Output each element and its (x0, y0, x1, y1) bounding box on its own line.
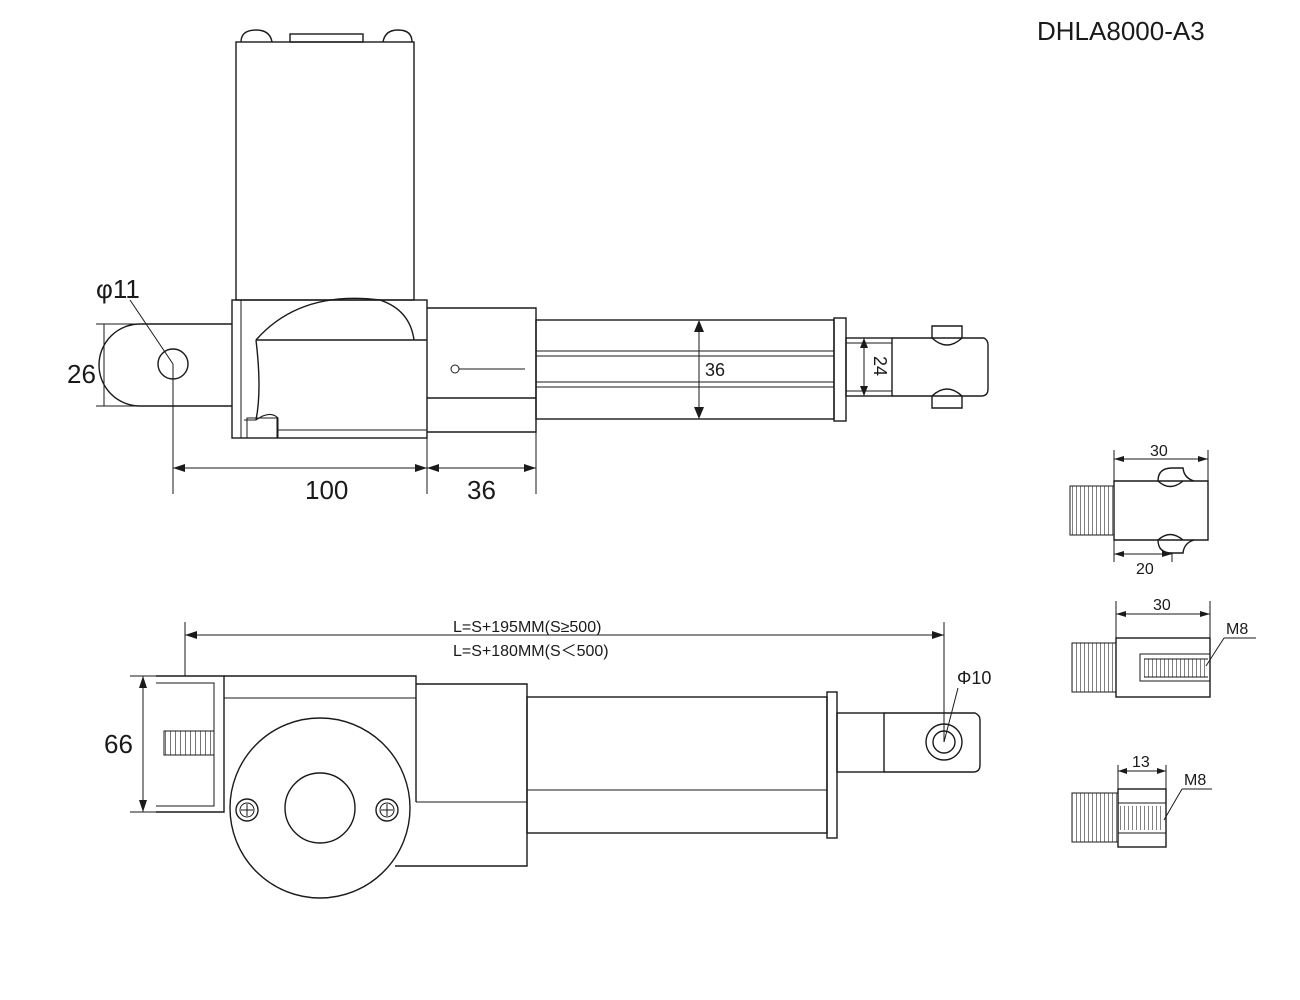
side-end-cap (826, 691, 838, 839)
side-outer-tube (526, 696, 828, 834)
internal-thread (1144, 659, 1208, 677)
tapped-length-label: 30 (1153, 597, 1171, 614)
rear-bracket (156, 675, 225, 813)
model-title: DHLA8000-A3 (1037, 16, 1205, 46)
inner-rod (845, 337, 893, 397)
length-b-label: 36 (467, 475, 496, 505)
detail-clevis: 30 20 (1069, 443, 1209, 578)
rear-mount (98, 323, 232, 407)
detail-nut: 13 M8 (1071, 754, 1212, 848)
motor-housing (235, 29, 415, 301)
gearbox (231, 297, 428, 439)
screw-icon (235, 798, 259, 822)
side-inner-rod (836, 712, 885, 773)
length-a-label: 100 (305, 475, 348, 505)
outer-tube (535, 319, 835, 420)
lead-screw-thread (163, 730, 215, 756)
detail-tapped: 30 M8 (1071, 597, 1256, 698)
thread-stub (1071, 642, 1117, 693)
height-left-label: 26 (67, 359, 96, 389)
outer-tube-flange (427, 307, 537, 433)
side-view: L=S+195MM(S≥500) L=S+180MM(S＜500) 66 Φ10 (104, 619, 991, 899)
side-flange (395, 683, 528, 867)
side-rod-end (884, 712, 981, 773)
nut-thread-label: M8 (1184, 772, 1206, 789)
thread-stub (1069, 485, 1115, 536)
clevis-length-label: 30 (1150, 443, 1168, 460)
side-height-label: 66 (104, 729, 133, 759)
side-gearbox (224, 675, 417, 899)
nut-length-label: 13 (1132, 754, 1150, 771)
thread-stub (1071, 792, 1119, 843)
hole-diameter-label: φ11 (96, 274, 140, 304)
tapped-thread-label: M8 (1226, 621, 1248, 638)
length-formula-1: L=S+195MM(S≥500) (453, 619, 601, 636)
tube-height-label: 36 (705, 360, 725, 380)
nut-thread (1120, 806, 1164, 830)
rod-end-clevis (892, 325, 989, 409)
clevis-offset-label: 20 (1136, 561, 1154, 578)
screw-icon (375, 798, 399, 822)
top-view: φ11 26 36 24 100 36 (67, 29, 989, 505)
rod-height-label: 24 (870, 356, 890, 376)
end-hole-label: Φ10 (957, 668, 991, 688)
length-formula-2: L=S+180MM(S＜500) (453, 643, 609, 660)
end-cap (833, 317, 847, 422)
